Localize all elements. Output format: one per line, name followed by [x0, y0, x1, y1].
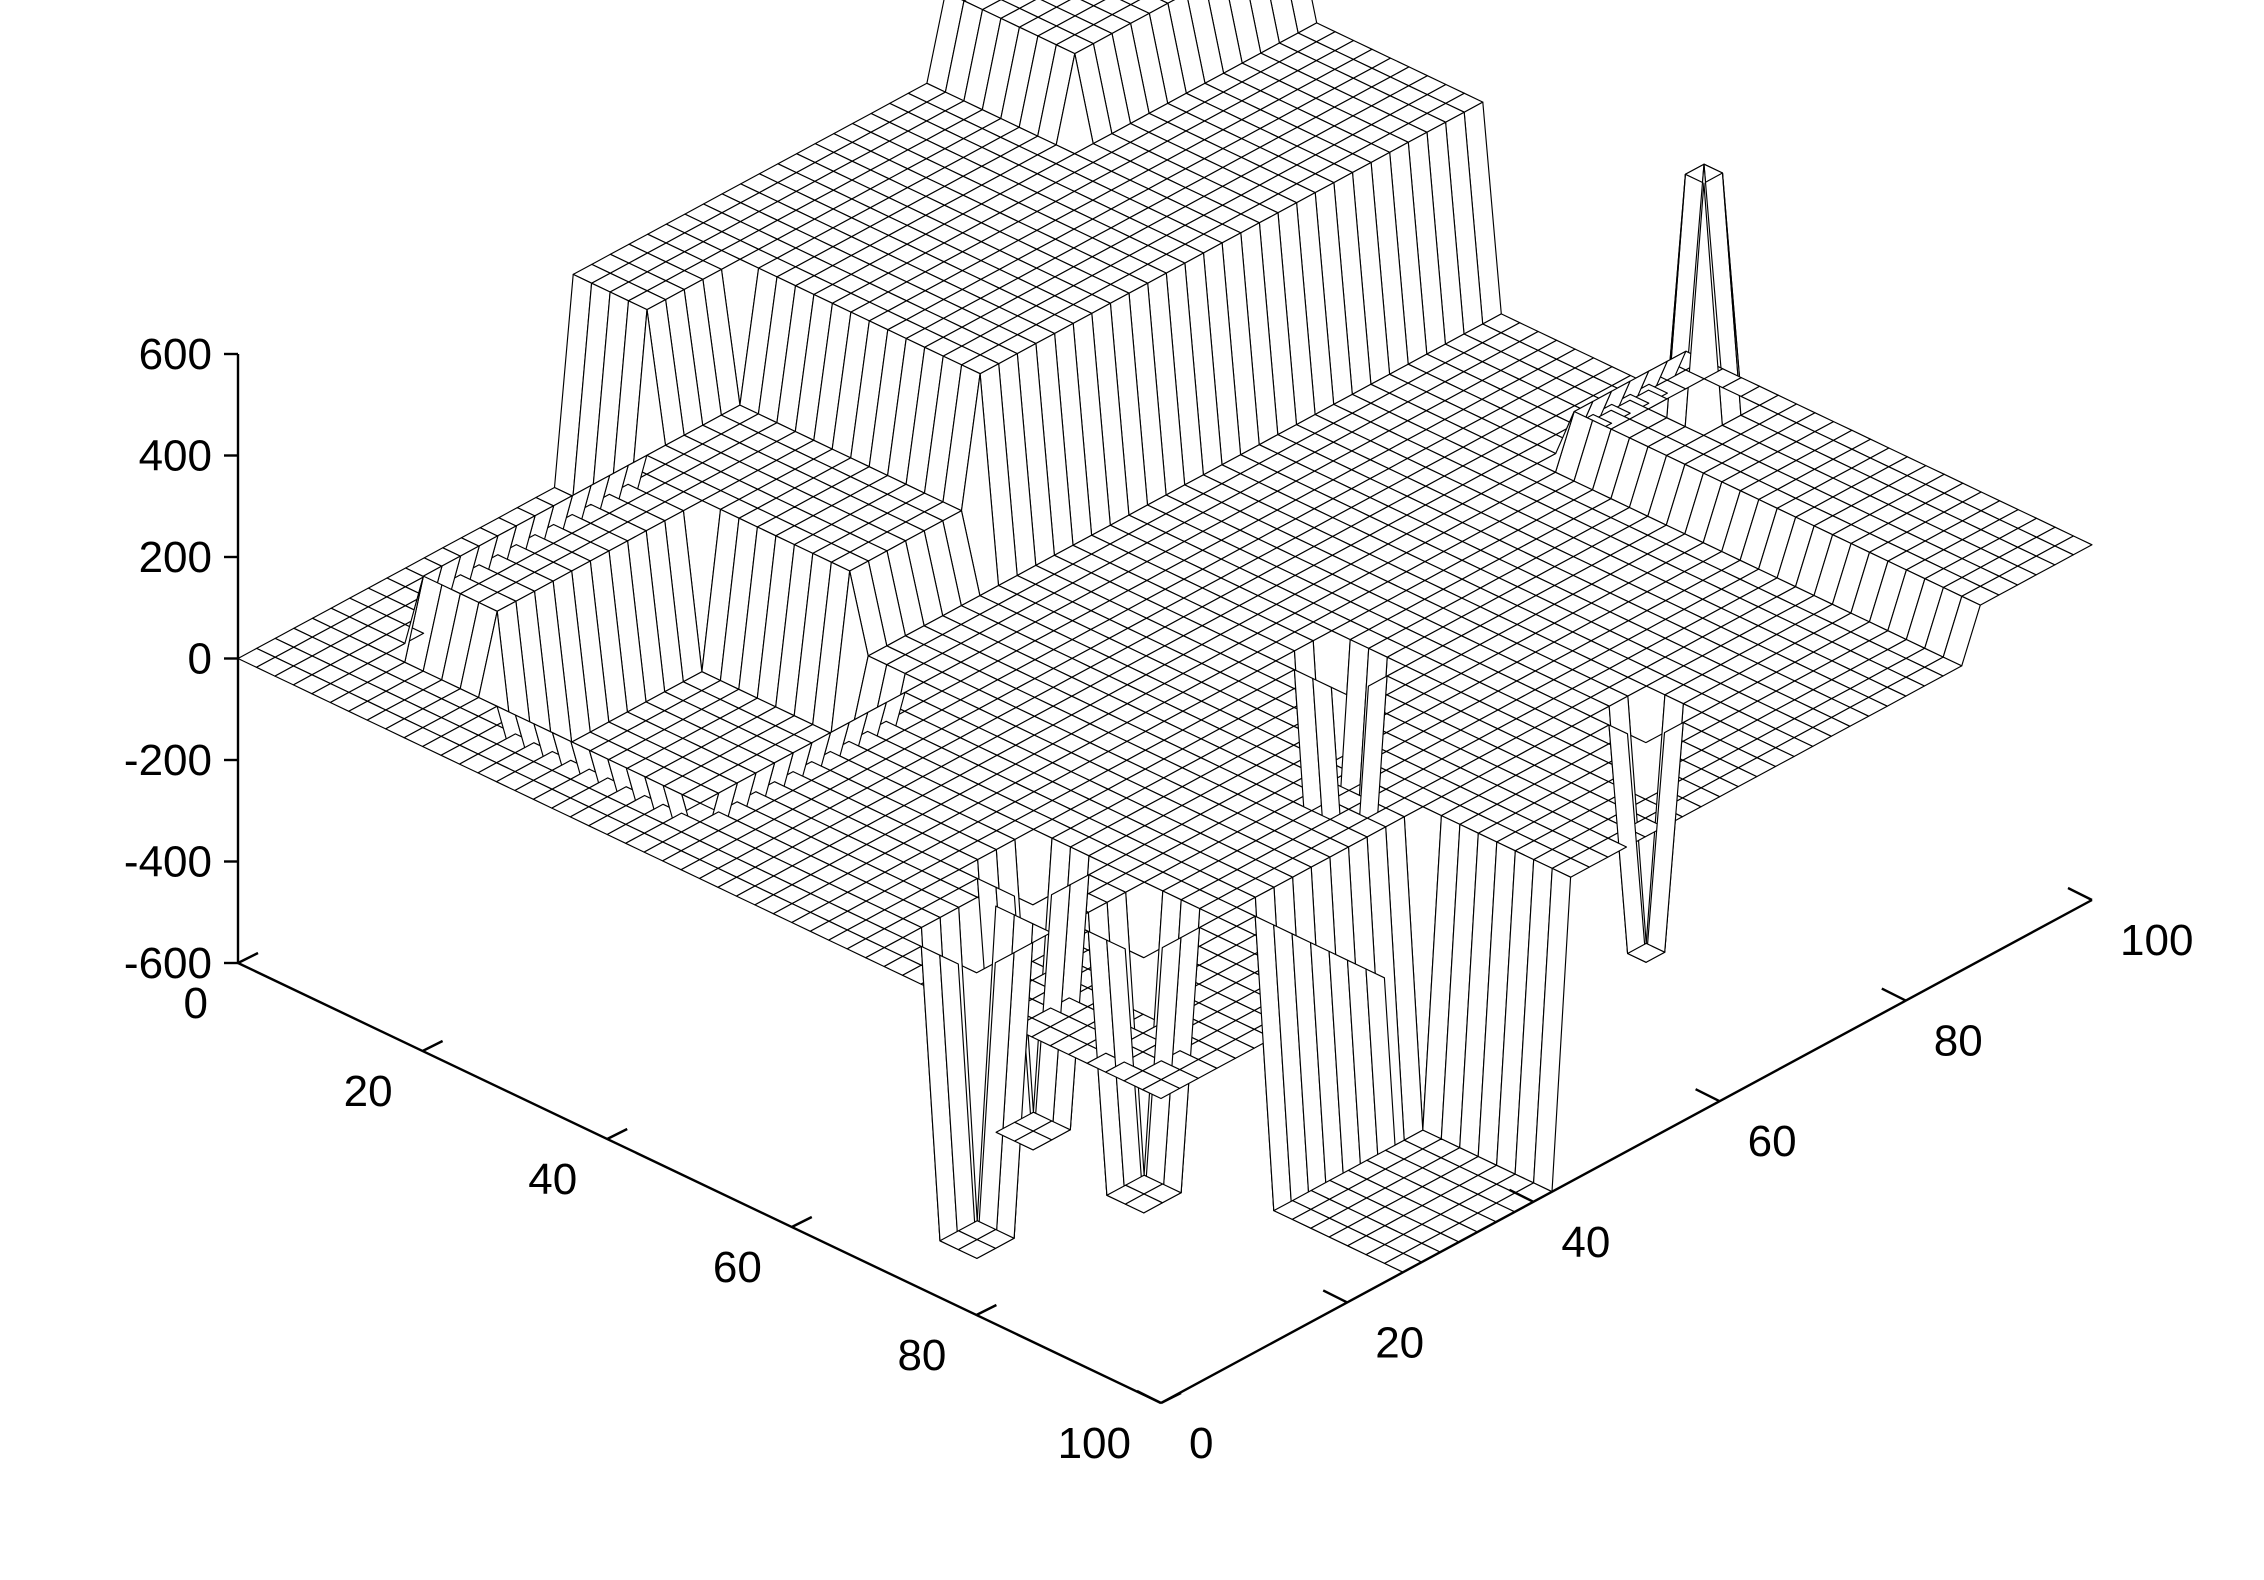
- x-tick-label: 100: [1058, 1419, 1131, 1468]
- surface-cell: [1627, 942, 1666, 963]
- tick-mark: [2067, 886, 2093, 902]
- x-tick-label: 80: [897, 1331, 946, 1380]
- z-tick-label: -200: [124, 736, 212, 785]
- surface-mesh: [237, 0, 2093, 1273]
- tick-mark: [1136, 1389, 1162, 1405]
- z-tick-label: -400: [124, 838, 212, 887]
- tick-mark: [1695, 1088, 1721, 1103]
- surface-cell: [1014, 1130, 1053, 1151]
- tick-mark: [422, 1039, 444, 1053]
- y-axis-line: [1160, 898, 2093, 1405]
- surface-cell: [1124, 1193, 1163, 1214]
- tick-mark: [1508, 1188, 1534, 1203]
- surface-cell: [957, 1239, 997, 1259]
- x-tick-label: 40: [528, 1155, 577, 1204]
- y-tick-label: 20: [1375, 1318, 1424, 1367]
- y-tick-label: 60: [1748, 1117, 1797, 1166]
- z-tick-label: -600: [124, 939, 212, 988]
- y-tick-label: 0: [1189, 1419, 1213, 1468]
- tick-mark: [1322, 1289, 1348, 1304]
- z-tick-label: 0: [188, 635, 212, 684]
- tick-mark: [237, 951, 259, 965]
- surface-cell: [1141, 1079, 1181, 1100]
- z-tick-label: 200: [139, 533, 212, 582]
- y-tick-label: 100: [2120, 916, 2193, 965]
- x-axis-line: [237, 961, 1162, 1405]
- tick-mark: [975, 1303, 997, 1317]
- y-tick-label: 80: [1934, 1017, 1983, 1066]
- x-tick-label: 20: [344, 1067, 393, 1116]
- z-tick-label: 600: [139, 330, 212, 379]
- z-tick-label: 400: [139, 432, 212, 481]
- tick-mark: [791, 1215, 813, 1229]
- x-tick-label: 0: [184, 979, 208, 1028]
- tick-mark: [1160, 1391, 1182, 1405]
- tick-mark: [1881, 987, 1907, 1002]
- y-tick-label: 40: [1561, 1218, 1610, 1267]
- tick-mark: [606, 1127, 628, 1141]
- x-tick-label: 60: [713, 1243, 762, 1292]
